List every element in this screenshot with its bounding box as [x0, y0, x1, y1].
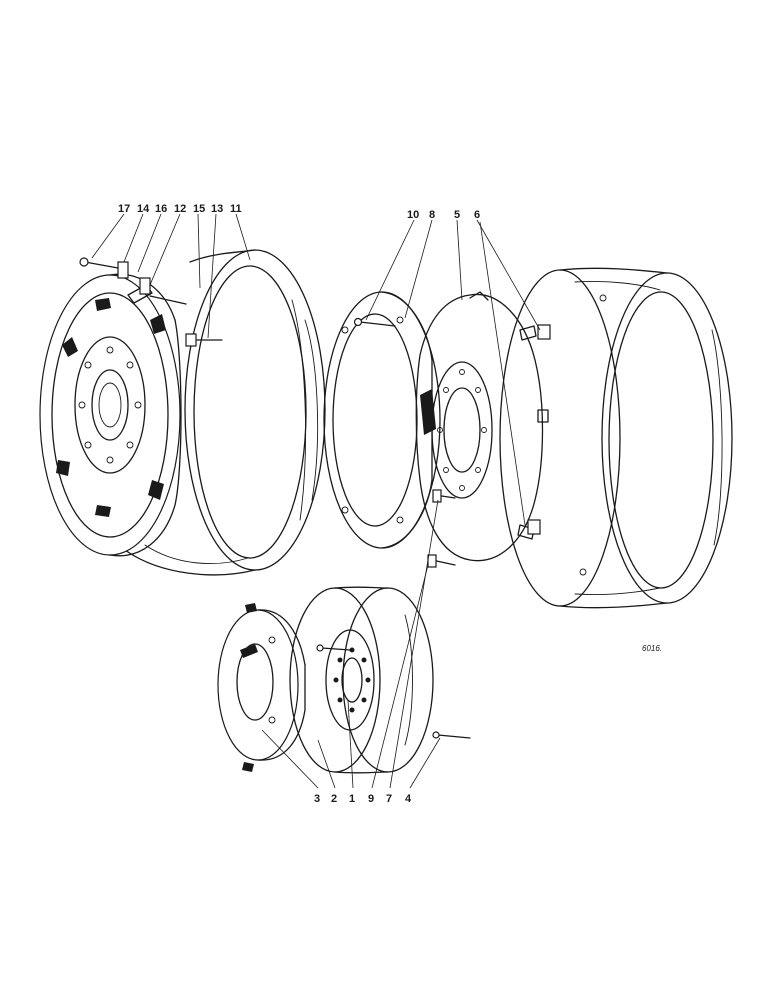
callout-11: 11 [230, 203, 242, 215]
callout-5: 5 [454, 209, 460, 221]
callout-2: 2 [331, 793, 337, 805]
callouts-top: 17 14 16 12 15 13 11 10 8 5 6 [118, 203, 480, 221]
callout-17: 17 [118, 203, 130, 215]
left-weight-disc [39, 257, 223, 557]
callout-10: 10 [407, 209, 419, 221]
leader-lines [91, 213, 541, 789]
callout-1: 1 [349, 793, 355, 805]
adapter-ring [323, 291, 441, 549]
callout-8: 8 [429, 209, 435, 221]
left-rim [124, 249, 326, 576]
callout-13: 13 [211, 203, 223, 215]
small-wheel [289, 586, 471, 774]
callout-12: 12 [174, 203, 186, 215]
callouts-bottom: 3 2 1 9 7 4 [314, 793, 412, 805]
small-weight [217, 603, 306, 772]
callout-15: 15 [193, 203, 205, 215]
callout-3: 3 [314, 793, 320, 805]
callout-4: 4 [405, 793, 412, 805]
right-rim [499, 267, 733, 609]
callout-9: 9 [368, 793, 374, 805]
callout-14: 14 [137, 203, 150, 215]
callout-6: 6 [474, 209, 480, 221]
drawing-code: 6016. [642, 644, 662, 653]
callout-16: 16 [155, 203, 167, 215]
callout-7: 7 [386, 793, 392, 805]
wheel-center-plate [415, 291, 549, 568]
